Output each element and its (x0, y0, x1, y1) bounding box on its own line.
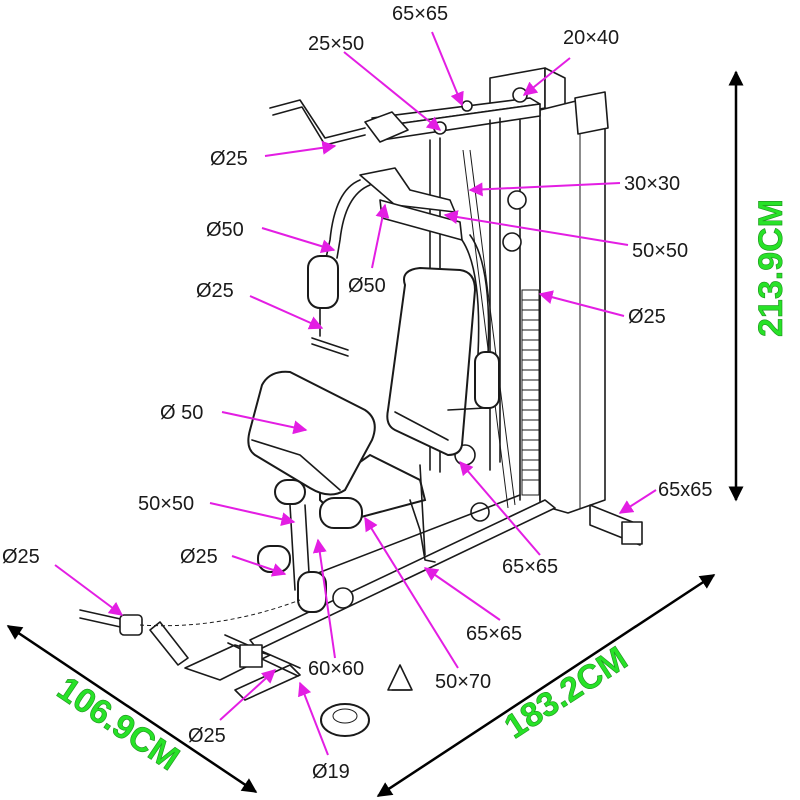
leader-65x65-mid (459, 460, 541, 556)
length-label: 183.2CM (498, 639, 634, 746)
leader-d25-foot (219, 669, 277, 721)
label-d25-chain: Ø25 (2, 546, 40, 568)
label-d25-lat: Ø25 (210, 148, 248, 170)
weight-plates (522, 299, 539, 481)
leader-50x50-lower (209, 502, 296, 527)
leader-d25-lat (264, 140, 337, 157)
leader-30x30 (468, 182, 621, 197)
label-20x40: 20×40 (563, 27, 619, 49)
leader-65x65-base (423, 567, 501, 621)
label-d19: Ø19 (312, 761, 350, 783)
arm-curl-pad (247, 370, 376, 496)
label-d25-tower: Ø25 (628, 306, 666, 328)
label-25x50: 25×50 (308, 33, 364, 55)
leader-d50-center (371, 203, 390, 269)
width-label: 106.9CM (50, 670, 186, 779)
label-50x50-upper: 50×50 (632, 240, 688, 262)
weight-stack-tower (489, 67, 643, 546)
leader-25x50 (343, 51, 442, 131)
leader-d25-chain (54, 564, 124, 616)
label-50x70: 50×70 (435, 671, 491, 693)
leader-d19 (298, 681, 329, 756)
label-60x60: 60×60 (308, 658, 364, 680)
pec-deck-arms (307, 167, 500, 409)
label-65x65-mid: 65×65 (502, 556, 558, 578)
leader-60x60 (312, 538, 336, 659)
backrest (386, 266, 486, 457)
leader-20x40 (522, 57, 571, 96)
leader-65x65-top (431, 31, 464, 107)
leader-d25-tower (538, 290, 625, 317)
label-50x50-lower: 50×50 (138, 493, 194, 515)
leader-65x65-foot (618, 489, 657, 514)
leader-d25-roller (231, 555, 287, 577)
label-d25-foot: Ø25 (188, 725, 226, 747)
callout-labels: 65×65 20×40 25×50 Ø25 30×30 Ø50 50×50 Ø5… (2, 3, 713, 783)
label-d25-roller: Ø25 (180, 546, 218, 568)
leader-d50-arm (261, 227, 336, 254)
leader-d25-handle (249, 295, 324, 330)
label-30x30: 30×30 (624, 173, 680, 195)
label-d25-handle: Ø25 (196, 280, 234, 302)
height-label: 213.9CM (752, 199, 790, 337)
length-dimension-line (376, 573, 716, 798)
label-d50-pad: Ø 50 (160, 402, 203, 424)
label-65x65-foot: 65x65 (658, 479, 713, 501)
leader-50x50-upper (443, 210, 629, 246)
width-dimension-line (6, 624, 258, 794)
leader-d50-pad (221, 411, 308, 435)
label-65x65-base: 65×65 (466, 623, 522, 645)
lat-bar (269, 99, 409, 146)
label-65x65-top: 65×65 (392, 3, 448, 25)
leg-extension (257, 479, 363, 613)
dimension-lines (6, 70, 744, 798)
label-d50-center: Ø50 (348, 275, 386, 297)
label-d50-arm: Ø50 (206, 219, 244, 241)
front-foot-bar (184, 634, 301, 701)
